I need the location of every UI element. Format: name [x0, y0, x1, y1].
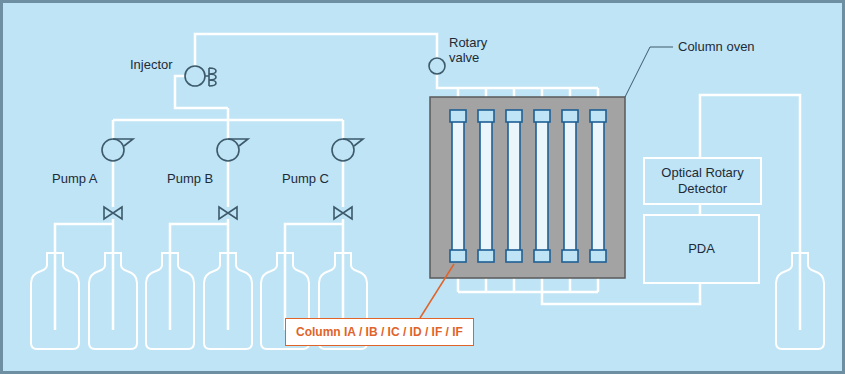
column-tube — [564, 115, 576, 255]
rotary-valve-symbol — [429, 58, 445, 74]
pump-symbol — [343, 139, 363, 146]
pda-box: PDA — [643, 214, 760, 284]
pump-label: Pump C — [282, 172, 329, 187]
pipes — [55, 34, 800, 330]
box-text: Optical Rotary Detector — [651, 165, 754, 196]
leader-line — [420, 264, 454, 318]
column-tube — [480, 115, 492, 255]
valves — [104, 207, 352, 219]
hplc-column — [506, 110, 522, 262]
pump-symbol — [102, 139, 124, 161]
column-cap — [590, 250, 606, 262]
solvent-bottle — [146, 253, 194, 349]
hplc-column — [450, 110, 466, 262]
column-cap — [534, 250, 550, 262]
pump-label: Pump A — [52, 172, 98, 187]
box-text: Column IA / IB / IC / ID / IF / IF — [296, 325, 463, 339]
column-tube — [592, 115, 604, 255]
hplc-column — [590, 110, 606, 262]
column-cap — [534, 110, 550, 122]
rotary-valve-label: Rotary valve — [449, 36, 497, 66]
injector-symbol — [185, 66, 205, 86]
valve-symbol — [104, 207, 122, 219]
columns — [450, 110, 606, 262]
pump-symbol — [217, 139, 239, 161]
column-cap — [562, 250, 578, 262]
column-tube — [452, 115, 464, 255]
valve-symbol — [219, 207, 237, 219]
oven-label: Column oven — [678, 40, 755, 55]
solvent-bottle — [204, 253, 252, 349]
pipe — [113, 76, 343, 120]
injector-label: Injector — [130, 58, 173, 73]
solvent-bottle — [89, 253, 137, 349]
pumps — [102, 139, 363, 161]
hplc-column — [478, 110, 494, 262]
pump-symbol — [228, 139, 248, 146]
column-oven — [430, 97, 625, 278]
valve-symbol — [334, 207, 352, 219]
pump-symbol — [332, 139, 354, 161]
column-cap — [478, 250, 494, 262]
column-label-box: Column IA / IB / IC / ID / IF / IF — [285, 318, 474, 346]
pipe — [700, 95, 800, 330]
column-cap — [506, 110, 522, 122]
waste-bottle — [776, 253, 824, 349]
column-cap — [450, 250, 466, 262]
pipe — [195, 34, 437, 66]
injector — [185, 58, 445, 86]
pump-symbol — [113, 139, 133, 146]
column-cap — [562, 110, 578, 122]
column-cap — [506, 250, 522, 262]
leader-line — [625, 47, 673, 97]
column-tube — [508, 115, 520, 255]
pump-label: Pump B — [167, 172, 213, 187]
column-cap — [478, 110, 494, 122]
box-text: PDA — [688, 241, 715, 257]
hplc-column — [562, 110, 578, 262]
column-cap — [450, 110, 466, 122]
sample-loop — [205, 68, 216, 86]
detector-box: Optical Rotary Detector — [643, 157, 762, 205]
solvent-bottle — [31, 253, 79, 349]
column-cap — [590, 110, 606, 122]
column-tube — [536, 115, 548, 255]
hplc-column — [534, 110, 550, 262]
